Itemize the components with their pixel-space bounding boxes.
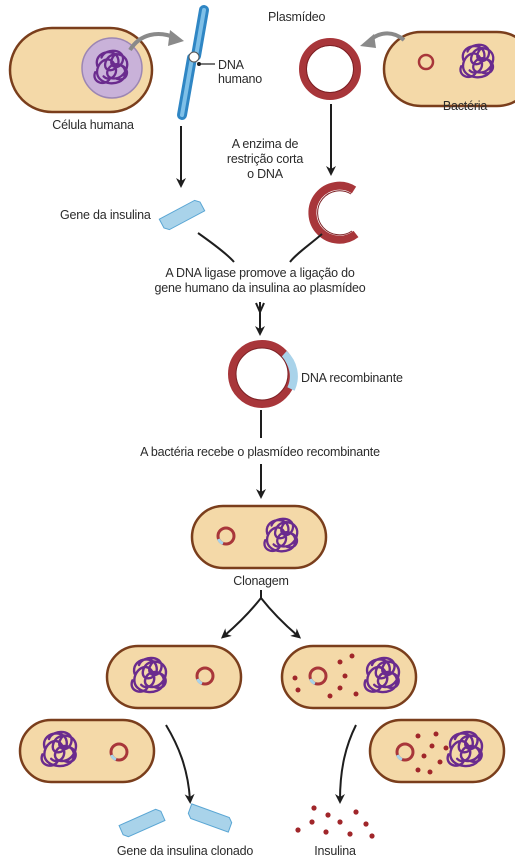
cut-plasmid bbox=[308, 181, 359, 244]
arrow-to-cloned-gene bbox=[165, 724, 195, 804]
label-cloned-gene: Gene da insulina clonado bbox=[116, 844, 254, 858]
arrow-to-insulin bbox=[335, 724, 357, 804]
label-plasmid: Plasmídeo bbox=[268, 10, 326, 24]
label-recombinant-dna: DNA recombinante bbox=[301, 371, 403, 385]
bacterium-clone-right-1 bbox=[280, 644, 418, 710]
plasmid-ring bbox=[299, 38, 361, 100]
label-enzyme-1: A enzima de bbox=[231, 137, 299, 151]
converge-line-right bbox=[289, 233, 323, 263]
cloned-gene-bar-2 bbox=[186, 803, 234, 833]
bacterium-top bbox=[382, 30, 515, 108]
recombinant-plasmid bbox=[228, 340, 298, 408]
human-cell bbox=[8, 26, 154, 114]
label-human-cell: Célula humana bbox=[52, 118, 134, 132]
label-enzyme-3: o DNA bbox=[247, 167, 283, 181]
bacterium-clone-left-1 bbox=[105, 644, 243, 710]
human-cell-nucleus bbox=[81, 37, 143, 99]
insulin-gene-bar bbox=[158, 197, 206, 233]
label-bacterium: Bactéria bbox=[442, 99, 488, 113]
label-cloning: Clonagem bbox=[233, 574, 289, 588]
insulin-molecules bbox=[295, 805, 375, 839]
bacterium-clone-left-2 bbox=[18, 718, 156, 784]
label-ligase-1: A DNA ligase promove a ligação do bbox=[165, 266, 355, 280]
label-ligase-2: gene humano da insulina ao plasmídeo bbox=[154, 281, 366, 295]
bacterium-clone-right-2 bbox=[368, 718, 506, 784]
label-human-dna-2: humano bbox=[218, 72, 262, 86]
label-human-dna-1: DNA bbox=[218, 58, 244, 72]
human-chromosome bbox=[177, 5, 209, 120]
cloned-gene-bar-1 bbox=[118, 807, 166, 839]
bacterium-recombinant bbox=[190, 504, 328, 570]
arrow-clone-right bbox=[260, 597, 302, 639]
arrow-clone-left bbox=[220, 597, 262, 639]
label-enzyme-2: restrição corta bbox=[226, 152, 304, 166]
label-insulin-gene: Gene da insulina bbox=[60, 208, 151, 222]
converge-line-left bbox=[197, 232, 235, 263]
label-insulin: Insulina bbox=[314, 844, 356, 858]
label-bacterium-receives: A bactéria recebe o plasmídeo recombinan… bbox=[140, 445, 380, 459]
